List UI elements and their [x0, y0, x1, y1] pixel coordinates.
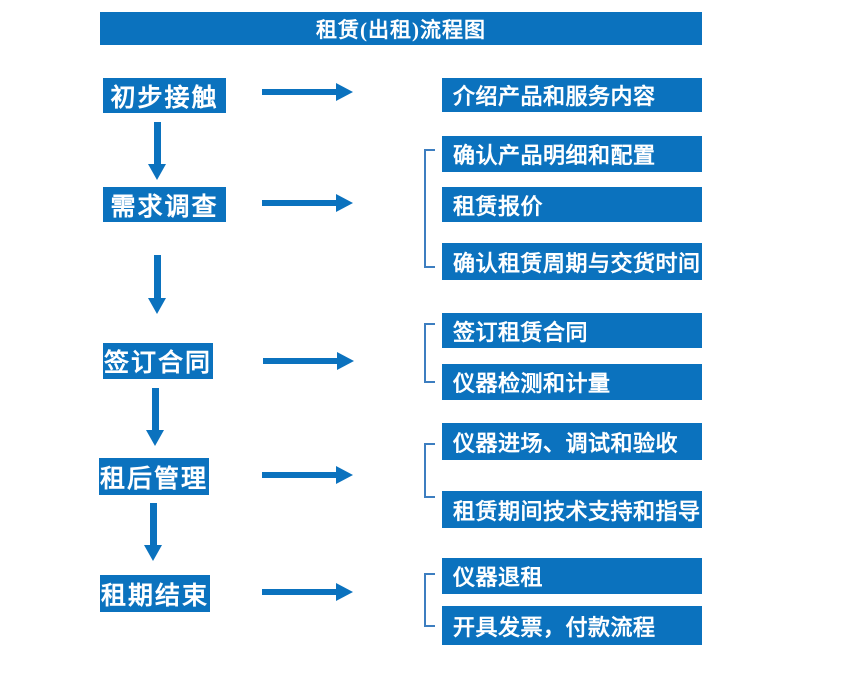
- bracket-group-post-rental: [424, 443, 435, 498]
- detail-box-instrument-setup-acceptance: 仪器进场、调试和验收: [442, 423, 702, 460]
- detail-box-confirm-period-delivery: 确认租赁周期与交货时间: [442, 243, 702, 280]
- detail-box-introduce-products: 介绍产品和服务内容: [442, 78, 702, 112]
- right-arrow-icon-3: [263, 352, 354, 370]
- right-arrow-icon-5: [262, 583, 353, 601]
- detail-box-instrument-return: 仪器退租: [442, 558, 702, 594]
- down-arrow-icon-3: [146, 388, 164, 446]
- right-arrow-icon-4: [262, 466, 353, 484]
- detail-box-rental-tech-support: 租赁期间技术支持和指导: [442, 491, 702, 528]
- detail-box-invoice-payment: 开具发票，付款流程: [442, 606, 702, 645]
- down-arrow-icon-2: [148, 255, 166, 314]
- right-arrow-icon-1: [262, 83, 353, 101]
- detail-box-confirm-product-config: 确认产品明细和配置: [442, 136, 702, 172]
- down-arrow-icon-4: [144, 503, 162, 561]
- step-box-demand-survey: 需求调查: [103, 187, 226, 222]
- title-bar: 租赁(出租)流程图: [100, 12, 702, 45]
- bracket-group-demand-survey: [424, 149, 435, 268]
- step-box-initial-contact: 初步接触: [103, 78, 226, 113]
- detail-box-sign-rental-contract: 签订租赁合同: [442, 313, 702, 348]
- detail-box-instrument-testing: 仪器检测和计量: [442, 364, 702, 400]
- step-box-sign-contract: 签订合同: [103, 343, 213, 379]
- step-box-post-rental-management: 租后管理: [99, 458, 209, 495]
- down-arrow-icon-1: [148, 122, 166, 180]
- page-title: 租赁(出租)流程图: [316, 17, 486, 42]
- right-arrow-icon-2: [262, 194, 353, 212]
- bracket-group-sign-contract: [424, 323, 435, 383]
- step-box-rental-end: 租期结束: [100, 575, 210, 612]
- bracket-group-rental-end: [424, 573, 435, 627]
- detail-box-rental-quote: 租赁报价: [442, 187, 702, 222]
